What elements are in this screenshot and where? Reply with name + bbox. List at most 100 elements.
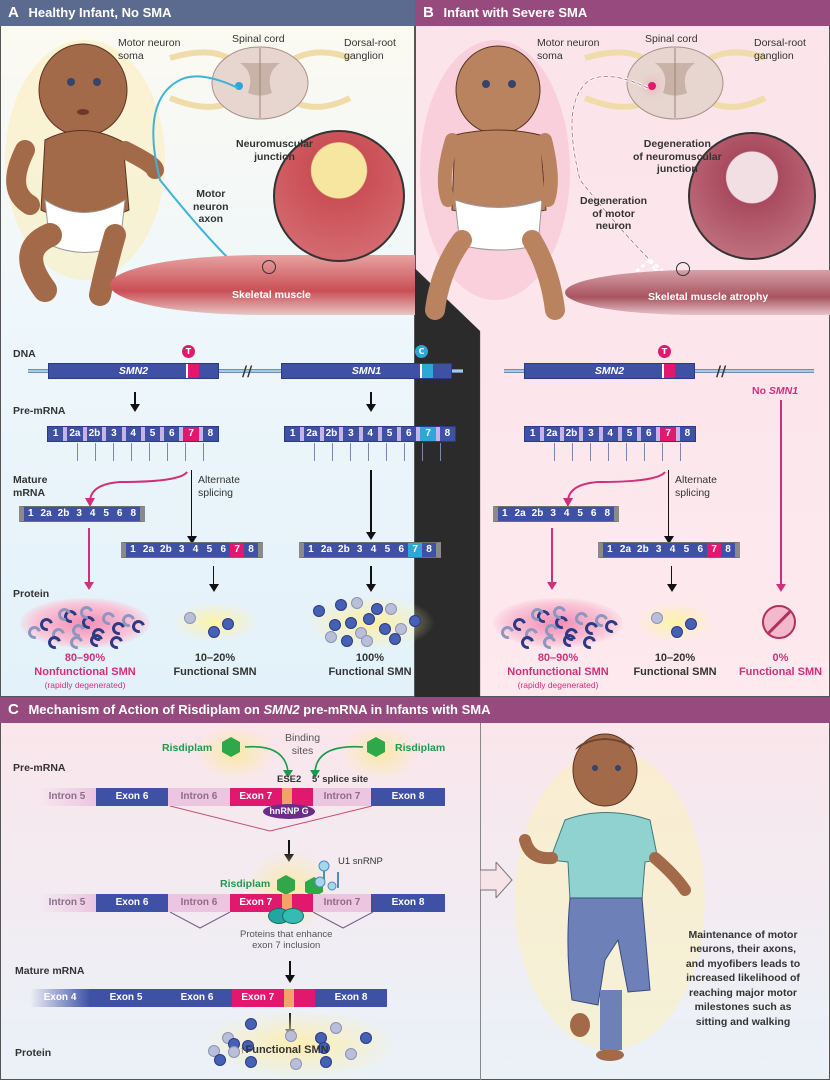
exon-7: 7 [230,543,245,557]
exon-1: 1 [130,544,136,555]
functional-smn-protein [341,635,353,647]
exon-4: 4 [563,508,570,519]
functional-smn-protein [363,613,375,625]
segment-exon-8: Exon 8 [371,788,445,806]
ese2-region [283,989,294,1007]
risdiplam-label-left: Risdiplam [162,742,213,754]
segment-intron-7: Intron 7 [313,894,371,912]
label-motor-neuron-soma: Motor neuron soma [118,37,181,62]
degenerating-axon [570,74,701,287]
arrow-down [285,961,295,983]
healthy-infant-illustration [5,40,165,306]
functional-smn-protein [228,1046,240,1058]
panel-title: Infant with Severe SMA [443,5,588,20]
exon-3: 3 [655,544,662,555]
label-muscle: Skeletal muscle [232,289,311,301]
panel-a-header: A Healthy Infant, No SMA [0,0,415,26]
exon-8: 8 [198,427,218,441]
exon-2b: 2b [559,427,580,441]
motor-neuron-soma-dot [235,82,243,90]
ese2-region [281,788,292,806]
no-smn1-label: No SMN1 [752,385,798,397]
exon-5: 5 [384,544,391,555]
risdiplam-label-right: Risdiplam [395,742,446,754]
segment-exon-4: Exon 4 [30,989,90,1007]
exon-4: 4 [89,508,96,519]
exon-6: 6 [220,544,227,555]
exon-8: 8 [725,544,731,555]
exon-7: 7 [408,543,423,557]
outcome-label: Functional SMN [328,665,412,678]
exon-2a: 2a [40,508,52,519]
functional-smn-protein [345,1048,357,1060]
risdiplam-molecule-icon [222,737,240,757]
outcome-note: (rapidly degenerated) [517,679,599,690]
exon-5: 5 [140,427,160,441]
row-label-protein: Protein [15,1047,52,1059]
functional-smn-protein [208,626,220,638]
outcome-label: Functional SMN [633,665,717,678]
label-u1-snrnp: U1 snRNP [338,856,383,867]
segment-exon-8: Exon 8 [315,989,387,1007]
hnrnp-g-badge: hnRNP G [263,804,315,819]
exon-8: 8 [604,508,610,519]
exon7-label: Exon 7 [232,989,284,1007]
arrow-down [667,566,677,592]
row-label-premrna: Pre-mRNA [13,405,66,417]
exon-5: 5 [377,427,397,441]
row-label-premrna: Pre-mRNA [13,762,66,774]
exon-3: 3 [356,544,363,555]
exon-6: 6 [116,508,123,519]
exon7-end [291,788,313,806]
sma-infant-illustration [420,40,570,320]
segment-exon-7: Exon 7 [230,788,313,806]
functional-smn-protein [318,1042,330,1054]
label-axon: Degeneration of motor neuron [580,195,648,233]
exon-3: 3 [579,427,598,441]
exon-1: 1 [308,544,314,555]
exon-6: 6 [160,427,179,441]
label-alternate-splicing: Alternate splicing [675,474,718,499]
panel-letter: C [8,701,19,718]
functional-smn-protein [385,603,397,615]
arrow-down [664,470,674,544]
functional-smn-protein [335,599,347,611]
exon-1: 1 [27,508,34,519]
label-muscle: Skeletal muscle atrophy [648,291,769,303]
exon-6: 6 [397,427,416,441]
functional-smn-protein [222,618,234,630]
binding-arrow-right [310,745,364,778]
nucleotide-t-badge: T [658,345,671,358]
label-axon: Motor neuron axon [193,188,229,226]
panel-letter: B [423,4,434,21]
row-label-dna: DNA [13,348,36,360]
intron-splice-marks [60,443,205,461]
exon-2b: 2b [338,544,350,555]
exon-3: 3 [339,427,358,441]
segment-intron-7: Intron 7 [313,788,371,806]
outcome-pct: 10–20% [654,652,696,664]
functional-smn-protein [245,1018,257,1030]
risdiplam-molecule-icon [367,737,385,757]
panel-title: Healthy Infant, No SMA [28,5,172,20]
exon-1: 1 [501,508,508,519]
exon-8: 8 [426,544,432,555]
nonfunctional-protein-cluster [493,598,623,652]
neuromuscular-junction-zoom [273,130,405,262]
exon-8: 8 [435,427,455,441]
atrophied-muscle [565,270,830,315]
dna-strand [28,369,463,373]
functional-smn-protein [245,1056,257,1068]
segment-exon-6: Exon 6 [162,989,232,1007]
arrow-down [776,400,786,592]
arrow-down [366,566,376,592]
enhancer-protein [282,908,304,924]
exon-6: 6 [590,508,597,519]
nmj-callout-circle [676,262,690,276]
functional-smn-protein [345,617,357,629]
outcome-arrow-icon [480,862,513,898]
functional-smn-protein [651,612,663,624]
